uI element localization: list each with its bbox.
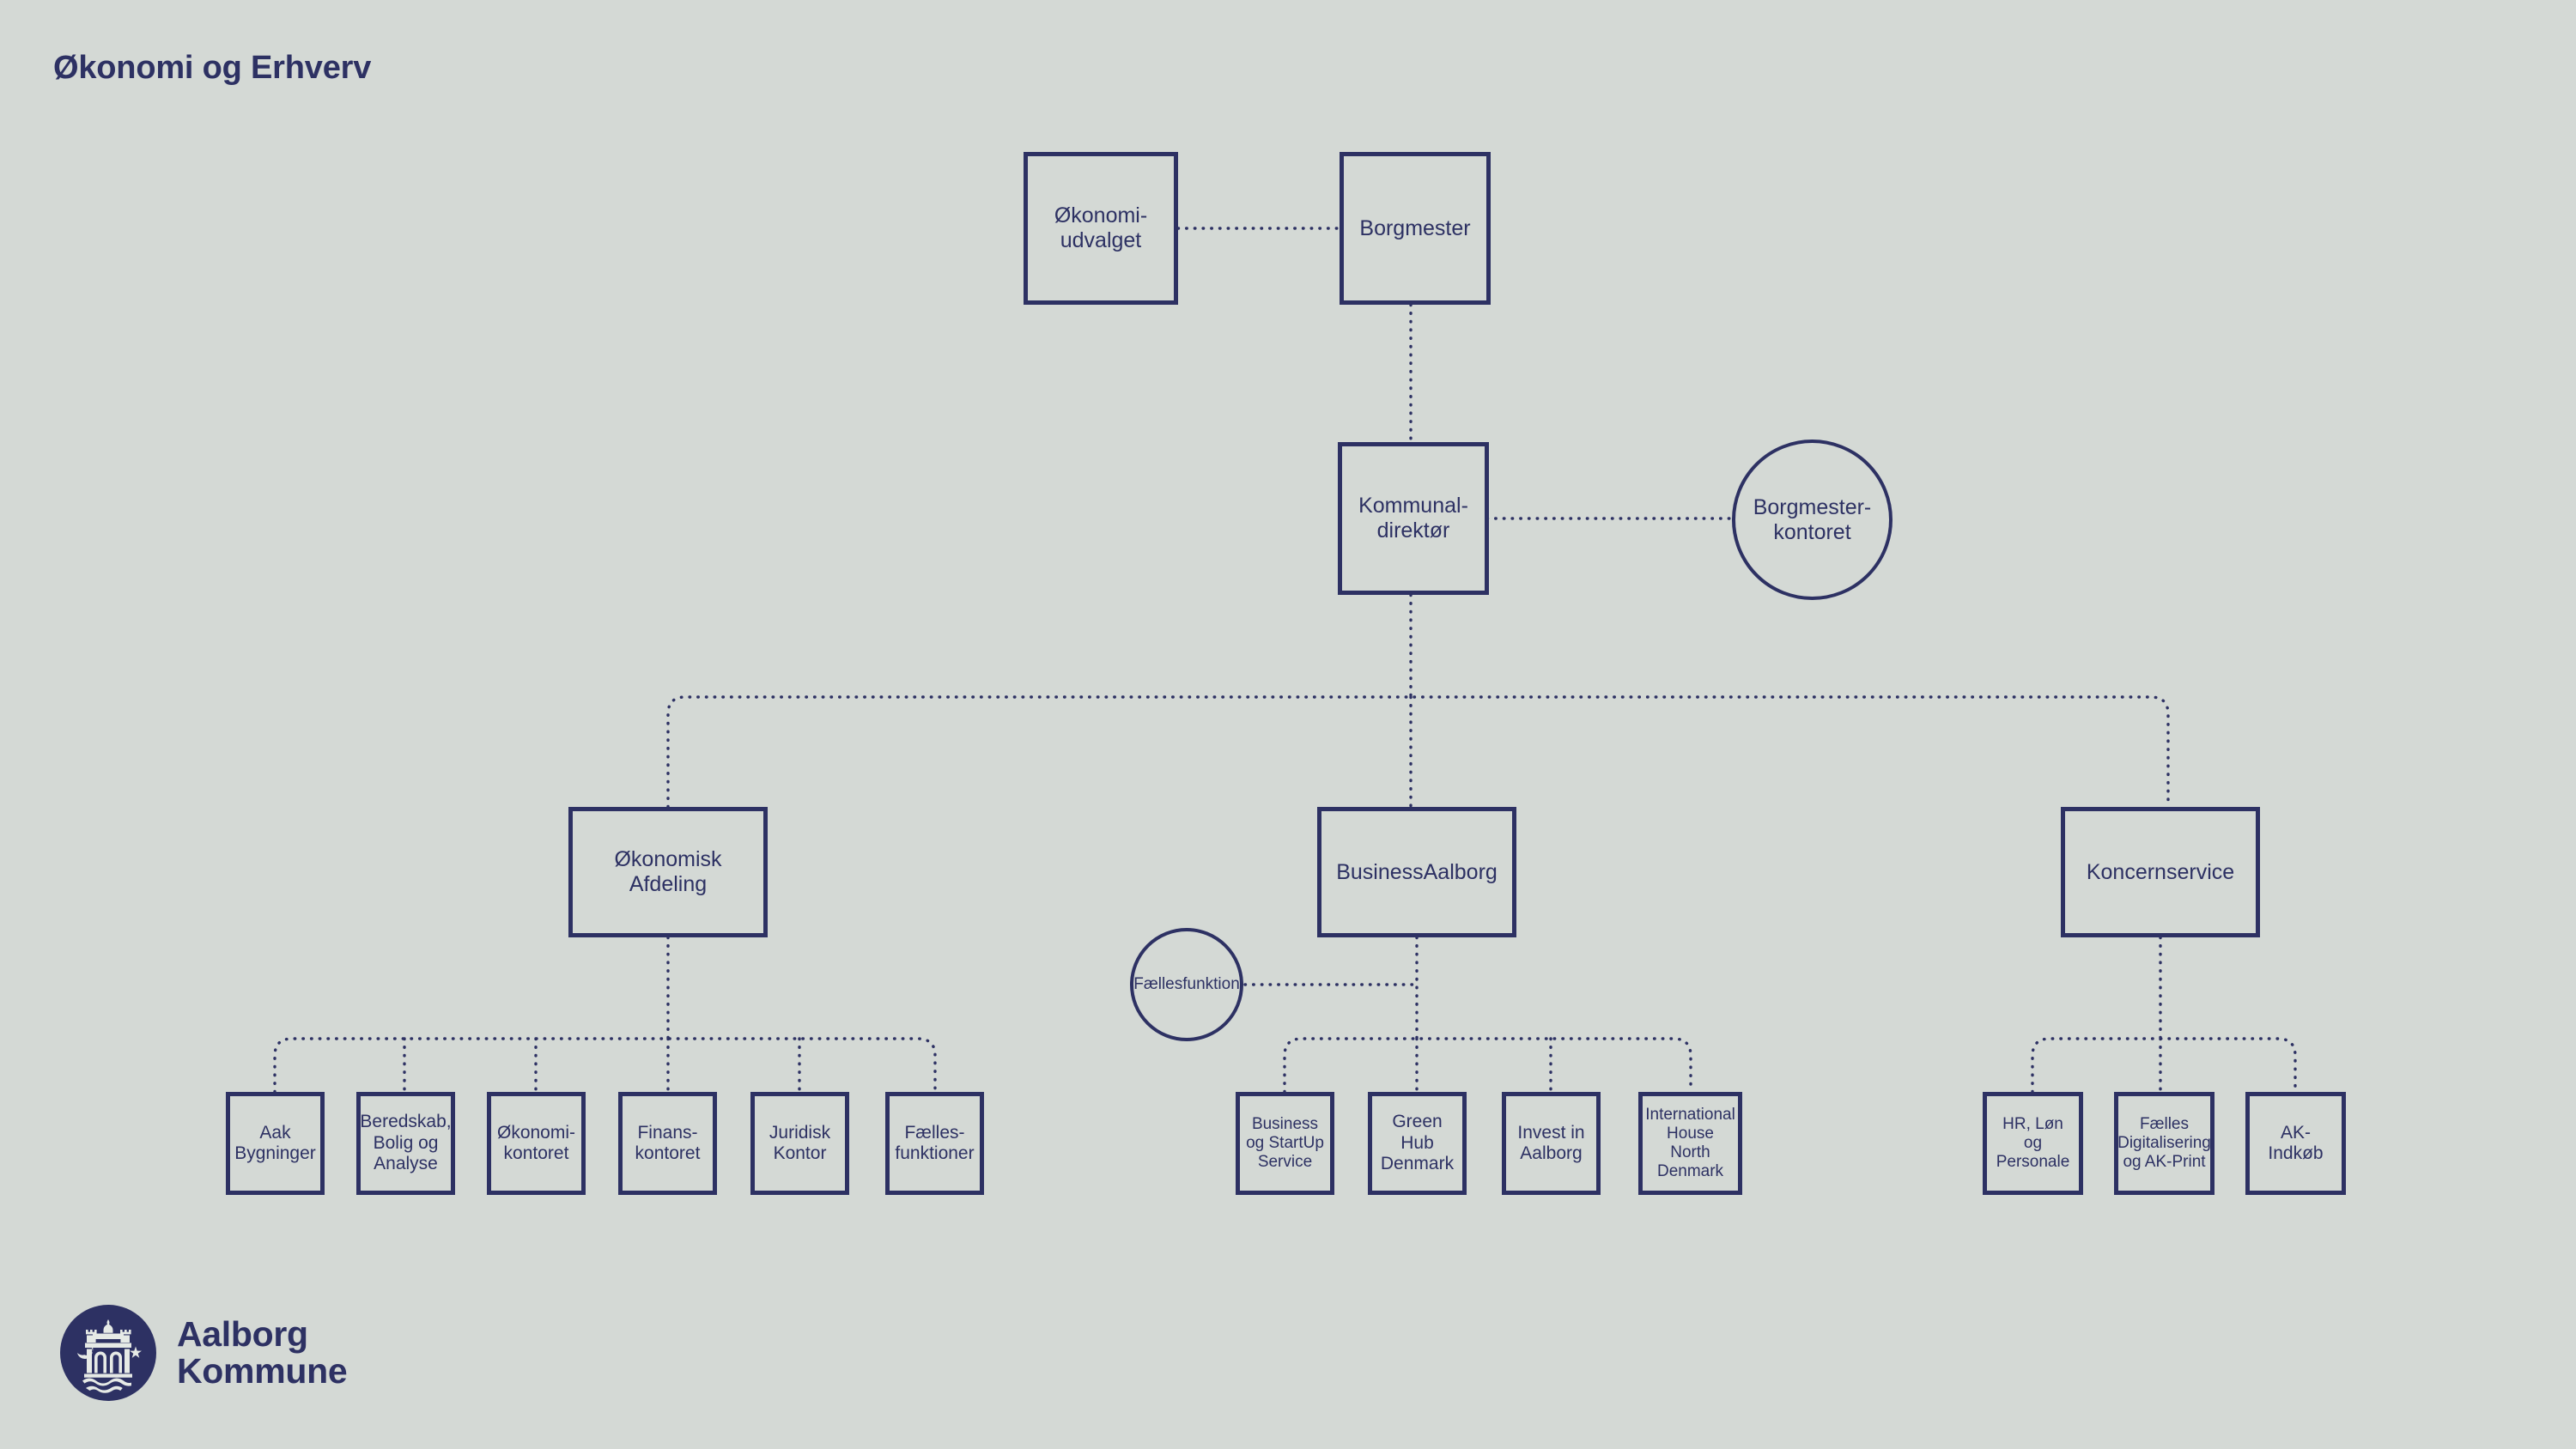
node-okonomisk-afdeling[interactable]: Økonomisk Afdeling (568, 807, 768, 937)
node-label-line: Kommunal- (1358, 494, 1468, 518)
node-label-line: Borgmester- (1753, 494, 1872, 519)
edge-koncernservice-tree (2031, 936, 2297, 1094)
node-label-line: Green Hub (1392, 1112, 1443, 1153)
aalborg-kommune-logo: Aalborg Kommune (60, 1305, 348, 1401)
edge-businessaalborg-tree (1283, 936, 1692, 1094)
node-borgmesterkontoret[interactable]: Borgmester- kontoret (1732, 440, 1893, 600)
node-label-line: funktioner (895, 1143, 975, 1163)
node-label-line: Bolig og (373, 1132, 439, 1153)
node-label-line: Borgmester (1359, 215, 1471, 240)
node-label-line: kontoret (635, 1143, 701, 1163)
node-label-line: Juridisk (769, 1122, 831, 1143)
node-label-line: Business (1251, 1114, 1319, 1133)
node-label-line: Kontor (773, 1143, 827, 1163)
node-label-line: Afdeling (629, 872, 708, 896)
node-kommunaldirektor[interactable]: Kommunal- direktør (1338, 442, 1489, 595)
node-label-line: Bygninger (234, 1143, 316, 1163)
node-label-line: udvalget (1060, 228, 1142, 252)
node-label-line: Beredskab, (360, 1112, 452, 1132)
node-label-line: Denmark (1380, 1154, 1455, 1174)
page-title: Økonomi og Erhverv (53, 50, 372, 86)
node-faellesfunktion[interactable]: Fællesfunktion (1130, 928, 1243, 1041)
node-aak-bygninger[interactable]: Aak Bygninger (226, 1092, 325, 1195)
node-label-line: BusinessAalborg (1336, 859, 1498, 884)
node-label-line: og AK-Print (2123, 1153, 2206, 1172)
node-label-line: Koncernservice (2086, 859, 2235, 884)
node-label-line: Aak (259, 1122, 291, 1143)
node-faellesfunktioner[interactable]: Fælles- funktioner (885, 1092, 984, 1195)
node-label-line: Service (1257, 1153, 1313, 1172)
node-label-line: Økonomisk (614, 847, 722, 871)
logo-wordmark: Aalborg Kommune (177, 1314, 348, 1391)
edge-kommunaldirektor-tree (666, 593, 2170, 809)
node-hr-lon-og-personale[interactable]: HR, Løn og Personale (1983, 1092, 2083, 1195)
node-koncernservice[interactable]: Koncernservice (2061, 807, 2260, 937)
node-label-line: Fælles- (904, 1122, 965, 1143)
node-label-line: Fælles (2139, 1114, 2189, 1133)
node-international-house-north-denmark[interactable]: International House North Denmark (1638, 1092, 1742, 1195)
node-label-line: Økonomi- (496, 1122, 576, 1143)
node-label-line: AK-Indkøb (2268, 1122, 2324, 1163)
node-business-og-startup-service[interactable]: Business og StartUp Service (1236, 1092, 1334, 1195)
node-label-line: Analyse (374, 1154, 438, 1174)
node-ak-indkob[interactable]: AK-Indkøb (2245, 1092, 2346, 1195)
node-okonomiudvalget[interactable]: Økonomi- udvalget (1024, 152, 1178, 305)
node-juridisk-kontor[interactable]: Juridisk Kontor (750, 1092, 849, 1195)
node-label-line: Aalborg (1520, 1143, 1583, 1163)
node-label-line: Finans- (637, 1122, 698, 1143)
node-label-line: HR, Løn og (2002, 1114, 2063, 1152)
node-label-line: kontoret (503, 1143, 569, 1163)
node-label-line: Fællesfunktion (1133, 974, 1240, 993)
node-label-line: og StartUp (1246, 1133, 1324, 1152)
edge-okonomisk-afdeling-tree (273, 936, 937, 1094)
node-label-line: House North (1667, 1124, 1714, 1161)
node-faelles-digitalisering-og-ak-print[interactable]: Fælles Digitalisering og AK-Print (2114, 1092, 2215, 1195)
node-label-line: Invest in (1517, 1122, 1585, 1143)
node-green-hub-denmark[interactable]: Green Hub Denmark (1368, 1092, 1467, 1195)
node-borgmester[interactable]: Borgmester (1340, 152, 1491, 305)
node-label-line: Økonomi- (1054, 203, 1148, 227)
node-label-line: International (1645, 1105, 1735, 1124)
node-businessaalborg[interactable]: BusinessAalborg (1317, 807, 1516, 937)
node-label-line: Digitalisering (2117, 1133, 2211, 1152)
node-label-line: Denmark (1656, 1162, 1724, 1181)
aalborg-kommune-crest-icon (60, 1305, 156, 1401)
node-label-line: kontoret (1773, 519, 1851, 544)
logo-line-1: Aalborg (177, 1314, 308, 1355)
node-okonomikontoret[interactable]: Økonomi- kontoret (487, 1092, 586, 1195)
node-label-line: Personale (1996, 1153, 2070, 1172)
node-invest-in-aalborg[interactable]: Invest in Aalborg (1502, 1092, 1601, 1195)
node-label-line: direktør (1376, 518, 1450, 543)
logo-line-2: Kommune (177, 1351, 348, 1391)
node-finanskontoret[interactable]: Finans- kontoret (618, 1092, 717, 1195)
node-beredskab-bolig-analyse[interactable]: Beredskab, Bolig og Analyse (356, 1092, 455, 1195)
